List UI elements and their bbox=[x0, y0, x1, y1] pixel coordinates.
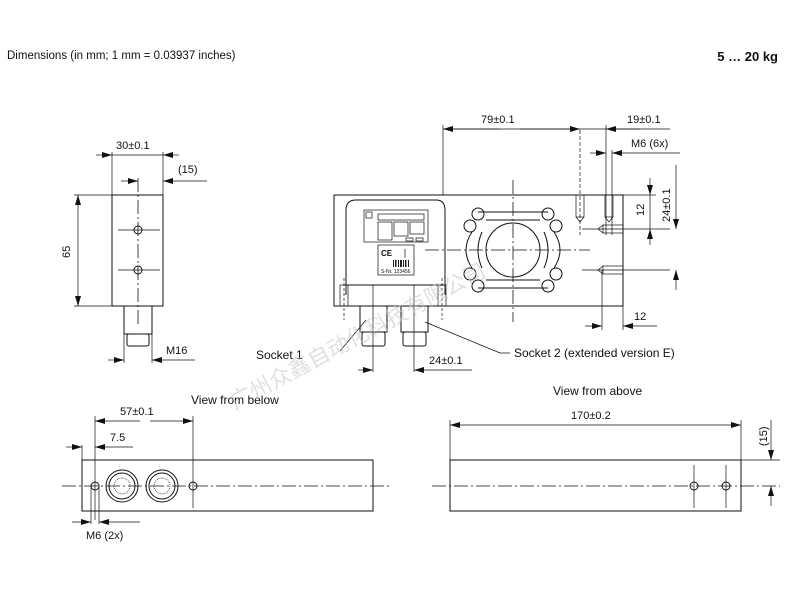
electronics-housing bbox=[345, 199, 446, 295]
side-connector-dim: M16 bbox=[166, 345, 187, 357]
dim-79: 79±0.1 bbox=[481, 114, 515, 126]
front-body-outline bbox=[333, 194, 624, 307]
side-view: 30±0.1 (15) 65 M16 bbox=[61, 140, 207, 363]
side-connector-plug bbox=[126, 333, 150, 347]
front-view: CE S-Nr. 123456 bbox=[256, 114, 680, 373]
view-from-above: View from above 170±0.2 (15) bbox=[432, 384, 780, 512]
socket-1-label: Socket 1 bbox=[256, 348, 303, 362]
ce-label bbox=[377, 244, 415, 276]
threaded-hole bbox=[604, 194, 614, 218]
view-from-below: View from below 57±0.1 7.5 M6 (2x) bbox=[62, 393, 392, 542]
below-body-outline bbox=[81, 459, 374, 512]
socket-2-label: Socket 2 (extended version E) bbox=[514, 346, 675, 360]
capacity-range: 5 … 20 kg bbox=[717, 49, 778, 64]
side-mounting-hole bbox=[133, 225, 143, 235]
side-width-dim: 30±0.1 bbox=[116, 140, 150, 152]
dim-12-horizontal: 12 bbox=[634, 311, 646, 323]
connector-2-face bbox=[145, 469, 179, 503]
dim-170: 170±0.2 bbox=[571, 410, 611, 422]
dim-19: 19±0.1 bbox=[627, 114, 661, 126]
dim-24-vertical: 24±0.1 bbox=[661, 188, 673, 222]
dim-7-5: 7.5 bbox=[110, 432, 125, 444]
ce-mark: CE bbox=[381, 249, 393, 258]
flexure-element bbox=[425, 180, 590, 322]
side-height-dim: 65 bbox=[61, 246, 73, 258]
dim-57: 57±0.1 bbox=[120, 406, 154, 418]
view-above-title: View from above bbox=[553, 384, 642, 398]
thread-label-6x: M6 (6x) bbox=[631, 138, 668, 150]
barcode-icon bbox=[393, 260, 409, 267]
side-mounting-hole bbox=[133, 265, 143, 275]
connector-1-face bbox=[105, 469, 139, 503]
side-body-outline bbox=[111, 194, 164, 307]
drawing-title: Dimensions (in mm; 1 mm = 0.03937 inches… bbox=[7, 50, 236, 62]
above-body-outline bbox=[449, 459, 742, 512]
side-offset-dim: (15) bbox=[178, 164, 198, 176]
watermark: 广州众鑫自动化科技有限公司 bbox=[226, 258, 490, 414]
thread-label-2x: M6 (2x) bbox=[86, 530, 123, 542]
socket-spacing-dim: 24±0.1 bbox=[429, 355, 463, 367]
serial-label: S-Nr. 123456 bbox=[381, 269, 411, 275]
above-offset-dim: (15) bbox=[758, 426, 770, 446]
dim-12-vertical: 12 bbox=[635, 204, 647, 216]
socket-1-plug bbox=[361, 331, 386, 347]
display-panel bbox=[363, 209, 429, 243]
view-below-title: View from below bbox=[191, 393, 279, 407]
socket-2-plug bbox=[402, 331, 427, 347]
